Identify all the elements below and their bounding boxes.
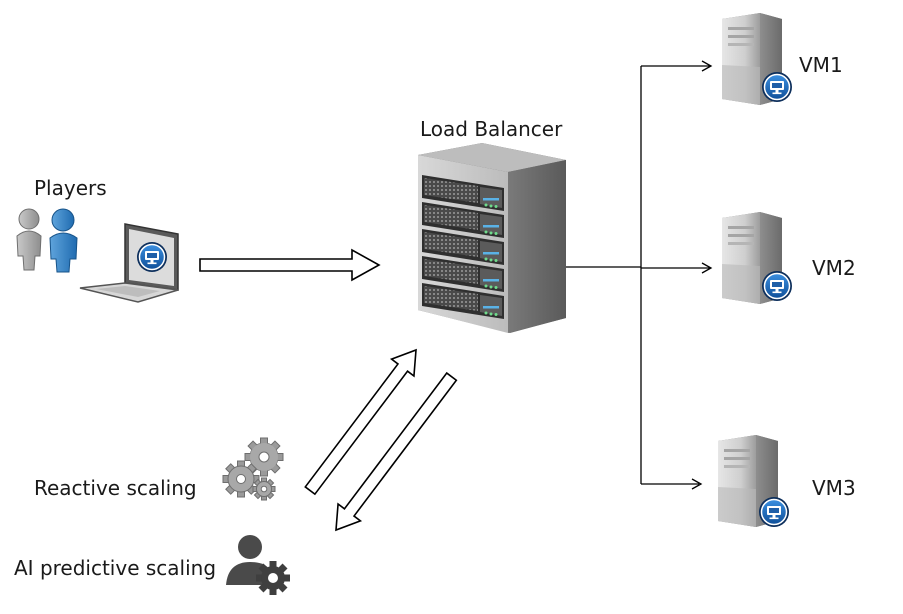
scaling-up-arrow bbox=[304, 348, 417, 496]
vm3-label: VM3 bbox=[812, 476, 856, 500]
user-gear-icon bbox=[226, 535, 290, 595]
vm2-label: VM2 bbox=[812, 256, 856, 280]
vm3-server-icon bbox=[718, 435, 790, 528]
connector-arrowheads bbox=[691, 60, 713, 490]
server-rack-icon bbox=[418, 143, 566, 333]
vm-connectors bbox=[566, 65, 710, 485]
request-arrow bbox=[199, 248, 381, 282]
laptop-icon bbox=[79, 223, 179, 303]
players-label: Players bbox=[34, 176, 107, 200]
vm1-server-icon bbox=[722, 13, 793, 105]
reactive-scaling-label: Reactive scaling bbox=[34, 476, 197, 500]
scaling-down-arrow bbox=[335, 371, 458, 532]
ai-predictive-scaling-label: AI predictive scaling bbox=[14, 556, 217, 580]
players-icon bbox=[16, 208, 78, 273]
load-balancer-label: Load Balancer bbox=[420, 117, 563, 141]
vm1-label: VM1 bbox=[799, 53, 843, 77]
gears-icon bbox=[222, 437, 284, 501]
vm2-server-icon bbox=[722, 212, 793, 304]
